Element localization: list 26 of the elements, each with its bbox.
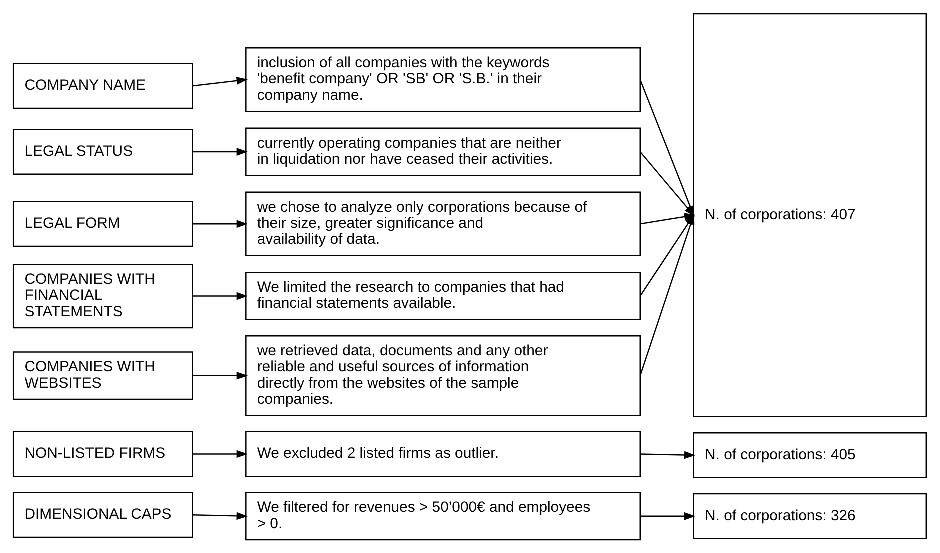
node-box: N. of corporations: 326 — [693, 492, 928, 539]
node-box: we chose to analyze only corporations because of their size, greater significance and availability of data. — [246, 191, 641, 256]
arrow — [192, 76, 248, 86]
node-box: COMPANY NAME — [12, 62, 194, 109]
node-box: N. of corporations: 407 — [693, 12, 928, 418]
arrow — [192, 148, 248, 156]
arrow — [192, 292, 248, 300]
node-box: inclusion of all companies with the keywords 'benefit company' OR 'SB' OR 'S.B.' in their company name. — [246, 47, 641, 112]
node-box: LEGAL STATUS — [12, 128, 194, 175]
arrow — [192, 371, 248, 380]
node-box: We excluded 2 listed firms as outlier. — [246, 430, 641, 477]
node-box: We limited the research to companies that had financial statements available. — [246, 272, 641, 320]
arrow — [640, 512, 696, 520]
node-box: currently operating companies that are neither in liquidation nor have ceased their activities. — [246, 127, 641, 176]
node-box: COMPANIES WITH WEBSITES — [12, 351, 194, 400]
node-box: LEGAL FORM — [12, 200, 194, 247]
node-box: N. of corporations: 405 — [693, 432, 928, 478]
node-box: NON-LISTED FIRMS — [12, 430, 194, 477]
node-box: We filtered for revenues > 50’000€ and employees > 0. — [246, 492, 641, 540]
node-box: DIMENSIONAL CAPS — [12, 492, 194, 538]
node-box: COMPANIES WITH FINANCIAL STATEMENTS — [12, 263, 194, 328]
arrow — [192, 220, 248, 228]
arrow — [192, 512, 248, 520]
arrow — [192, 450, 248, 458]
node-box: we retrieved data, documents and any other reliable and useful sources of information directly from the websites of the sample companies. — [246, 334, 641, 416]
arrow — [640, 450, 696, 459]
